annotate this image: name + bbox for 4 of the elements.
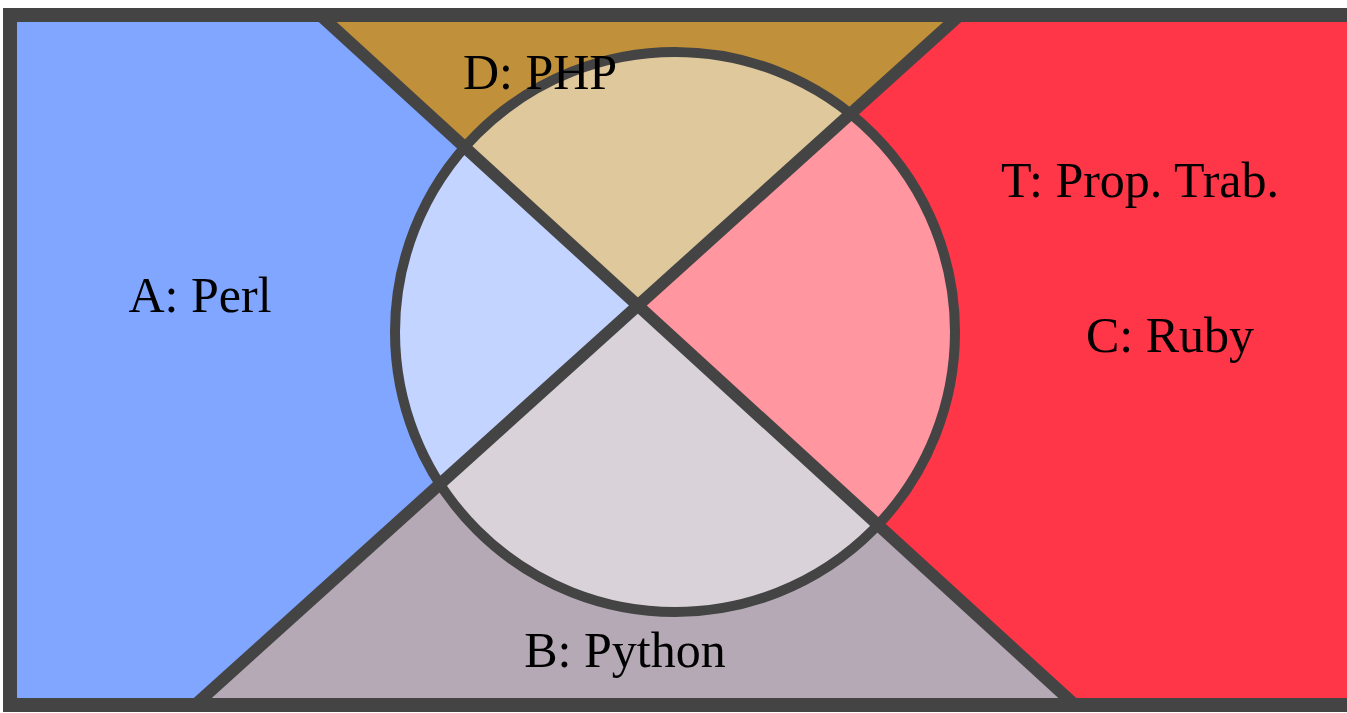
region-label: C: Ruby [1085, 306, 1255, 364]
region-label: T: Prop. Trab. [1000, 151, 1280, 209]
region-label: A: Perl [128, 266, 272, 324]
region-label: B: Python [524, 621, 726, 679]
